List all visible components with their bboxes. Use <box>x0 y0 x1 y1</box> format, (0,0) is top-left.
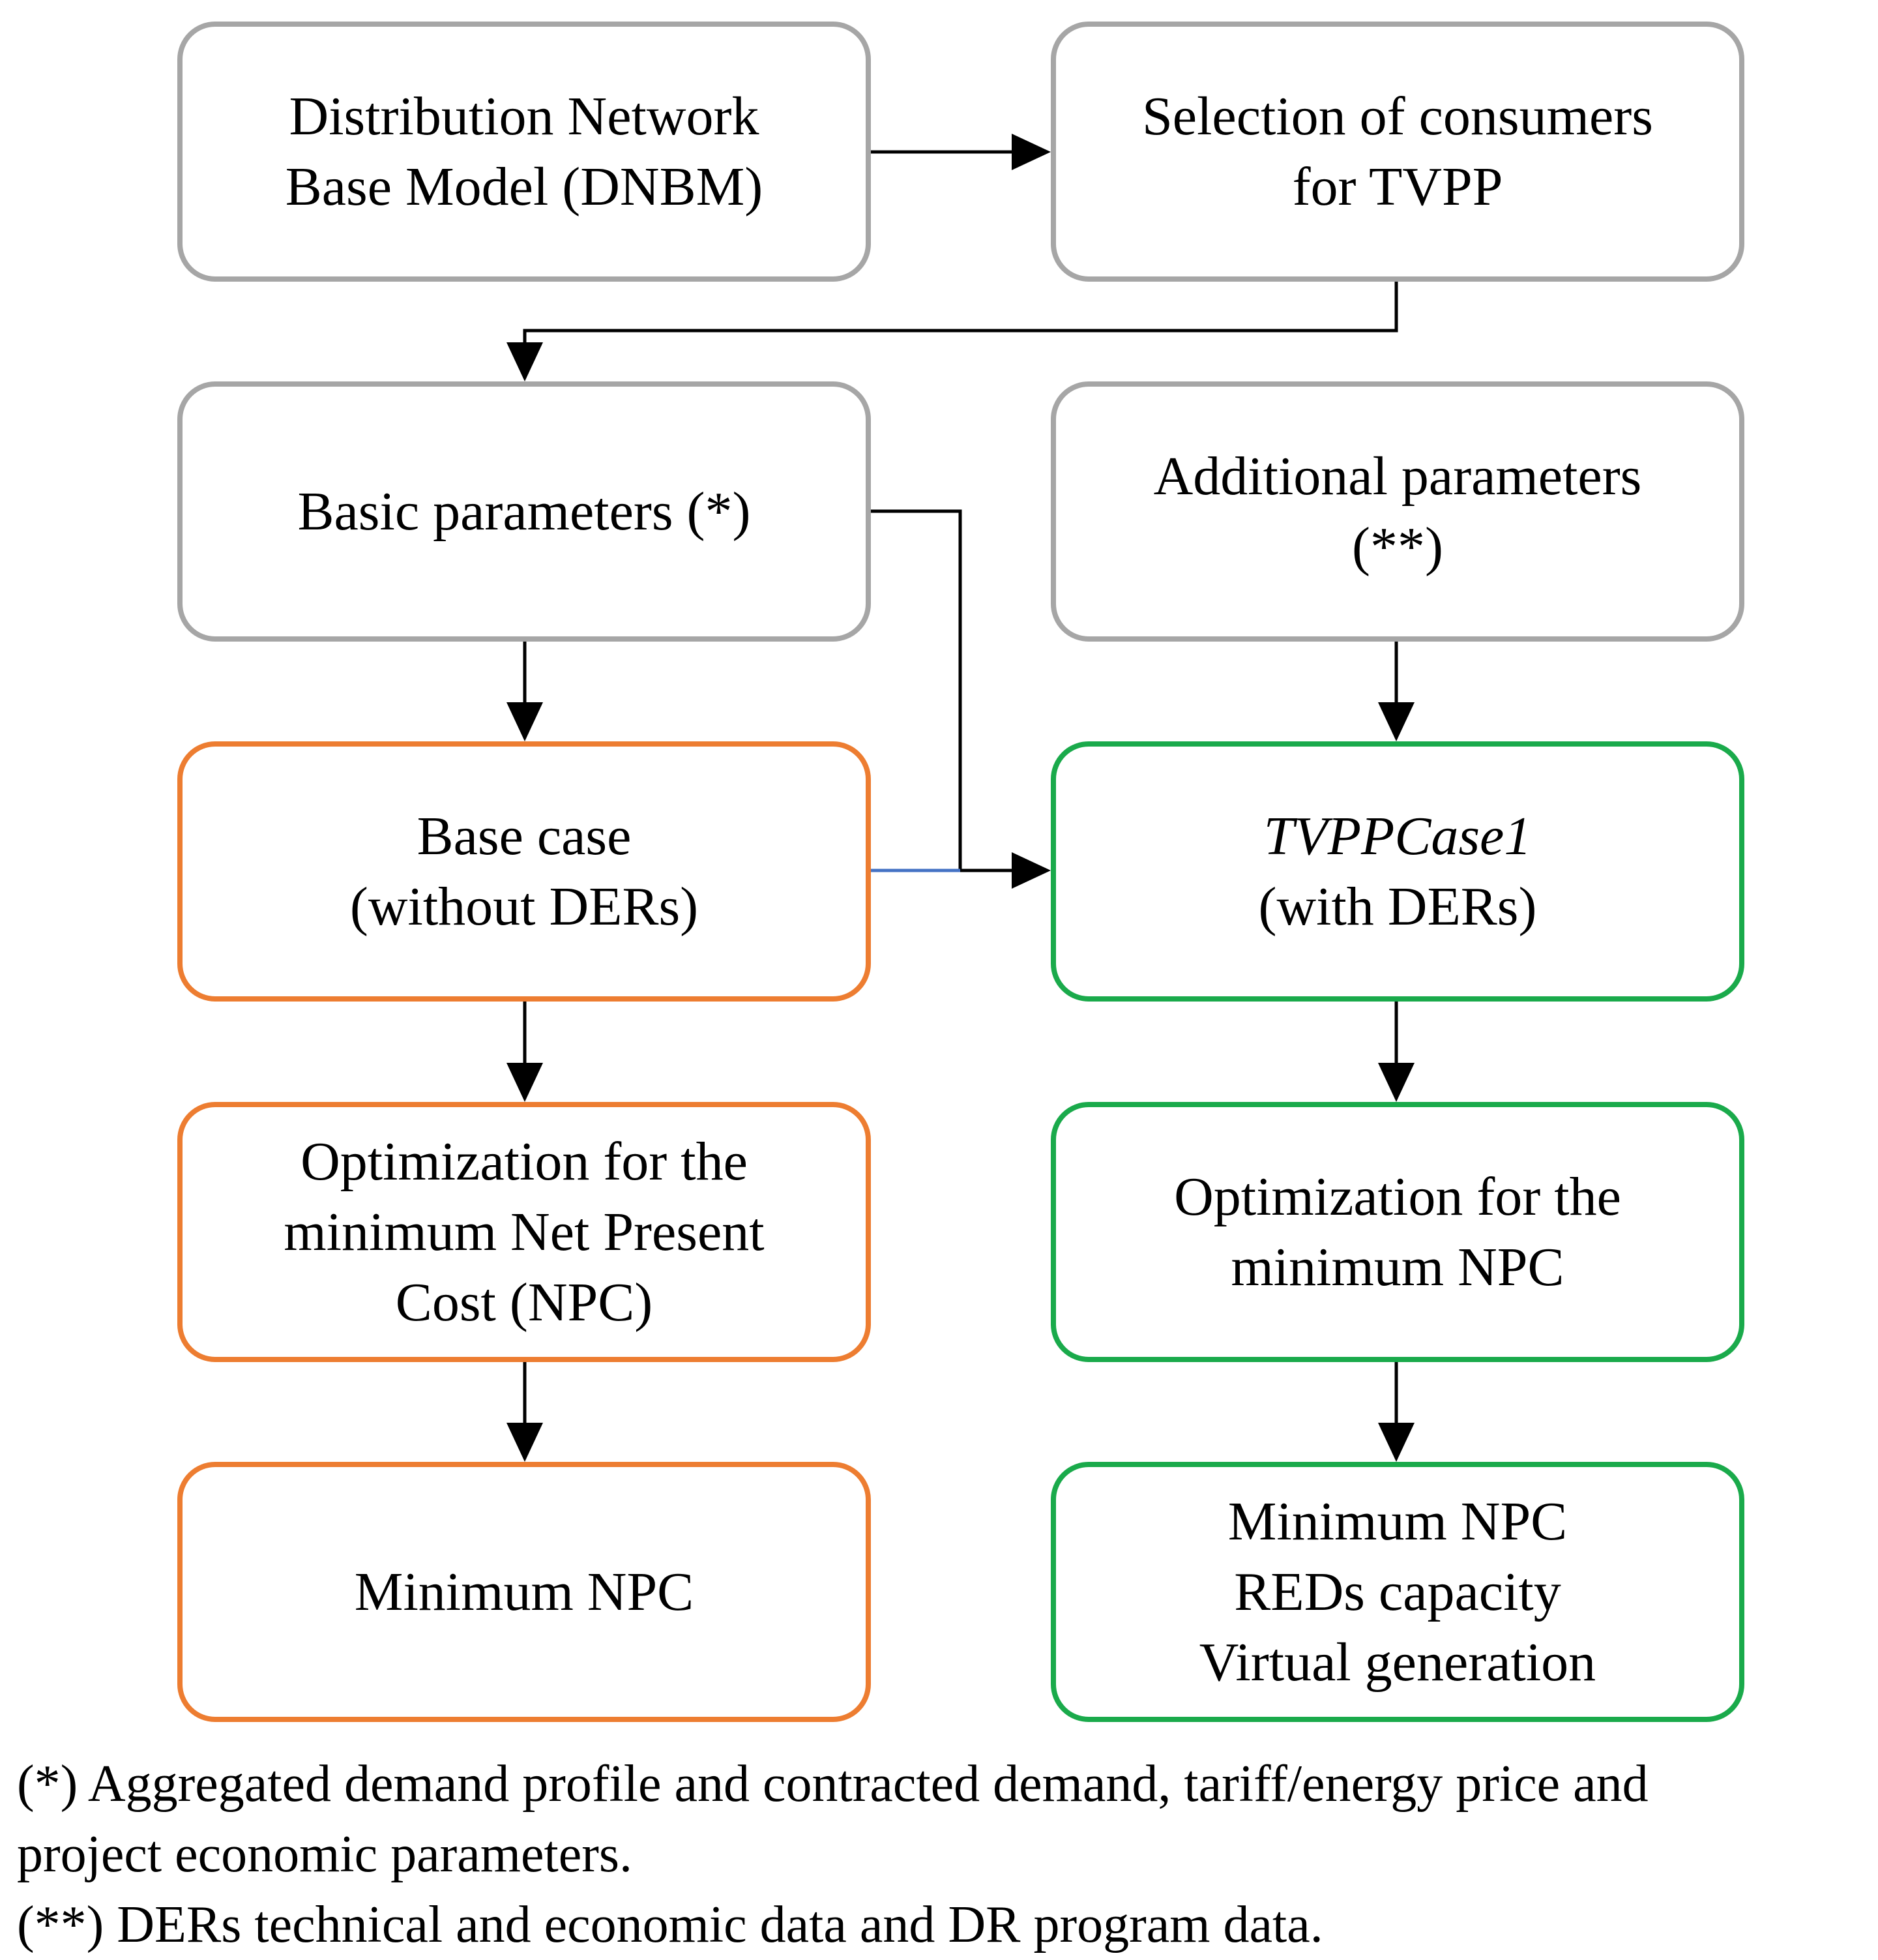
optimization-right-line-1: Optimization for the <box>1174 1166 1621 1227</box>
optimization-left-line-3: Cost (NPC) <box>395 1271 653 1333</box>
arrow-base-case-to-optimization <box>506 1000 543 1102</box>
tvpp-case-line-1: TVPPCase1 <box>1263 805 1532 867</box>
base-case-line-2: (without DERs) <box>349 876 699 937</box>
optimization-left-box: Optimization for the minimum Net Present… <box>177 1102 871 1362</box>
minimum-npc-right-box: Minimum NPC REDs capacity Virtual genera… <box>1051 1462 1744 1722</box>
tvpp-case-box: TVPPCase1 (with DERs) <box>1051 741 1744 1002</box>
optimization-left-line-2: minimum Net Present <box>284 1201 765 1262</box>
dnbm-line-1: Distribution Network <box>289 85 759 147</box>
optimization-right-box: Optimization for the minimum NPC <box>1051 1102 1744 1362</box>
base-case-box: Base case (without DERs) <box>177 741 871 1002</box>
selection-box: Selection of consumers for TVPP <box>1051 22 1744 282</box>
arrow-optimization-to-minimum-left <box>506 1360 543 1462</box>
additional-parameters-box: Additional parameters (**) <box>1051 381 1744 642</box>
dnbm-line-2: Base Model (DNBM) <box>285 156 763 217</box>
minimum-npc-right-line-2: REDs capacity <box>1234 1561 1561 1622</box>
selection-line-2: for TVPP <box>1292 156 1503 217</box>
selection-line-1: Selection of consumers <box>1142 85 1653 147</box>
basic-parameters-line-1: Basic parameters (*) <box>297 481 751 542</box>
footnote-basic-line-1: (*) Aggregated demand profile and contra… <box>17 1755 1649 1813</box>
additional-parameters-line-1: Additional parameters <box>1153 445 1642 507</box>
footnote-additional: (**) DERs technical and economic data an… <box>17 1896 1323 1953</box>
footnote-basic-line-2: project economic parameters. <box>17 1826 632 1883</box>
additional-parameters-line-2: (**) <box>1352 516 1443 577</box>
minimum-npc-left-box: Minimum NPC <box>177 1462 871 1722</box>
arrow-optimization-to-minimum-right <box>1378 1360 1415 1462</box>
arrow-basic-to-tvpp-case <box>871 509 1051 889</box>
tvpp-case-line-2: (with DERs) <box>1258 876 1537 937</box>
base-case-line-1: Base case <box>417 805 632 867</box>
minimum-npc-right-line-3: Virtual generation <box>1199 1631 1596 1693</box>
dnbm-box: Distribution Network Base Model (DNBM) <box>177 22 871 282</box>
arrow-selection-to-basic <box>506 279 1398 381</box>
arrow-basic-to-base-case <box>506 640 543 741</box>
arrow-dnbm-to-selection <box>871 134 1051 170</box>
arrow-additional-to-tvpp-case <box>1378 640 1415 741</box>
minimum-npc-left-line-1: Minimum NPC <box>354 1561 694 1622</box>
optimization-left-line-1: Optimization for the <box>301 1131 748 1192</box>
minimum-npc-right-line-1: Minimum NPC <box>1227 1491 1568 1552</box>
basic-parameters-box: Basic parameters (*) <box>177 381 871 642</box>
arrow-tvpp-case-to-optimization <box>1378 1000 1415 1102</box>
optimization-right-line-2: minimum NPC <box>1231 1236 1564 1298</box>
